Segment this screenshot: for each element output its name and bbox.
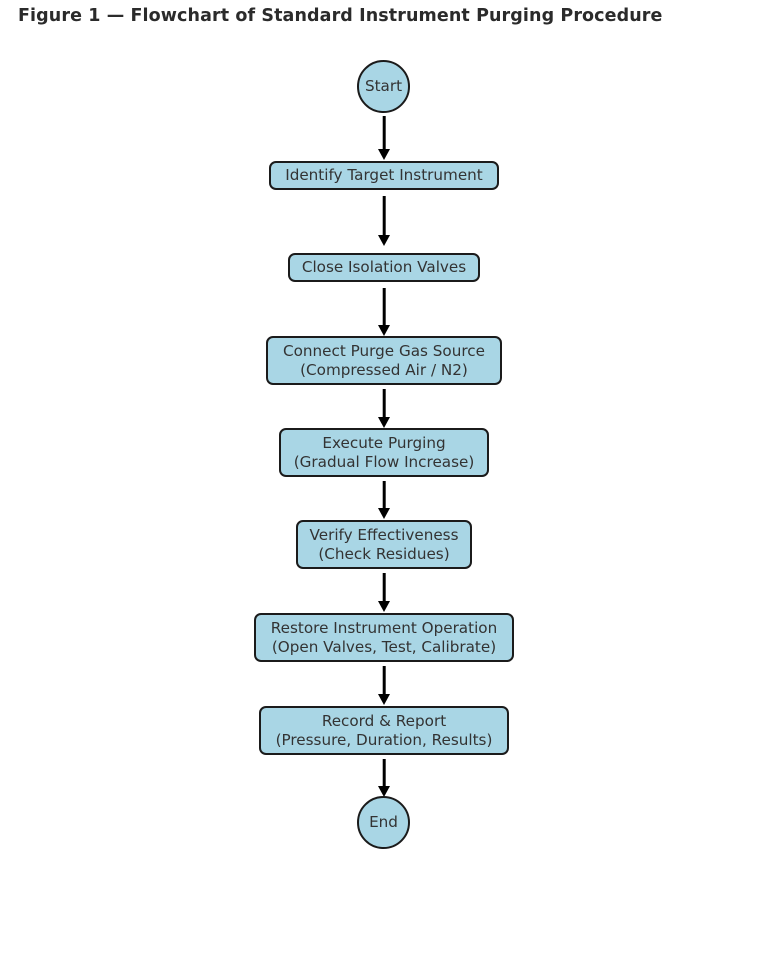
arrow-head bbox=[378, 694, 390, 705]
flow-node-restore-instrument-operation-label-line1: Restore Instrument Operation bbox=[270, 618, 498, 637]
arrow-shaft bbox=[382, 288, 386, 325]
flow-node-end[interactable]: End bbox=[357, 796, 410, 849]
flow-node-close-isolation-valves-label: Close Isolation Valves bbox=[301, 258, 467, 277]
flow-node-execute-purging-label-line2: (Gradual Flow Increase) bbox=[293, 452, 475, 471]
arrow-shaft bbox=[382, 389, 386, 417]
flow-node-identify-target-instrument-label: Identify Target Instrument bbox=[285, 166, 483, 185]
arrow-shaft bbox=[382, 196, 386, 235]
flow-node-connect-purge-gas-source-label-line1: Connect Purge Gas Source bbox=[283, 341, 485, 360]
flow-node-restore-instrument-operation[interactable]: Restore Instrument Operation (Open Valve… bbox=[254, 613, 514, 662]
flow-node-identify-target-instrument[interactable]: Identify Target Instrument bbox=[269, 161, 499, 190]
flow-node-execute-purging-label-line1: Execute Purging bbox=[322, 433, 446, 452]
flow-node-record-and-report-label-line2: (Pressure, Duration, Results) bbox=[275, 730, 493, 749]
arrow-shaft bbox=[382, 116, 386, 149]
arrow-shaft bbox=[382, 573, 386, 601]
arrow-head bbox=[378, 149, 390, 160]
flow-node-verify-effectiveness-label-line1: Verify Effectiveness bbox=[309, 525, 459, 544]
arrow-shaft bbox=[382, 666, 386, 694]
arrow-head bbox=[378, 508, 390, 519]
flow-node-start-label: Start bbox=[364, 77, 403, 96]
flow-node-record-and-report-label-line1: Record & Report bbox=[321, 711, 447, 730]
flow-node-close-isolation-valves[interactable]: Close Isolation Valves bbox=[288, 253, 480, 282]
arrow-head bbox=[378, 417, 390, 428]
flow-node-verify-effectiveness-label-line2: (Check Residues) bbox=[318, 544, 450, 563]
flow-node-restore-instrument-operation-label-line2: (Open Valves, Test, Calibrate) bbox=[271, 637, 497, 656]
flow-node-verify-effectiveness[interactable]: Verify Effectiveness (Check Residues) bbox=[296, 520, 472, 569]
arrow-shaft bbox=[382, 759, 386, 786]
figure-title: Figure 1 — Flowchart of Standard Instrum… bbox=[18, 6, 663, 26]
flow-node-execute-purging[interactable]: Execute Purging (Gradual Flow Increase) bbox=[279, 428, 489, 477]
arrow-head bbox=[378, 786, 390, 797]
flow-node-connect-purge-gas-source-label-line2: (Compressed Air / N2) bbox=[300, 360, 468, 379]
flow-node-end-label: End bbox=[369, 813, 398, 832]
flow-node-record-and-report[interactable]: Record & Report (Pressure, Duration, Res… bbox=[259, 706, 509, 755]
arrow-head bbox=[378, 325, 390, 336]
flow-node-connect-purge-gas-source[interactable]: Connect Purge Gas Source (Compressed Air… bbox=[266, 336, 502, 385]
arrow-head bbox=[378, 601, 390, 612]
flow-node-start[interactable]: Start bbox=[357, 60, 410, 113]
arrow-shaft bbox=[382, 481, 386, 508]
arrow-head bbox=[378, 235, 390, 246]
